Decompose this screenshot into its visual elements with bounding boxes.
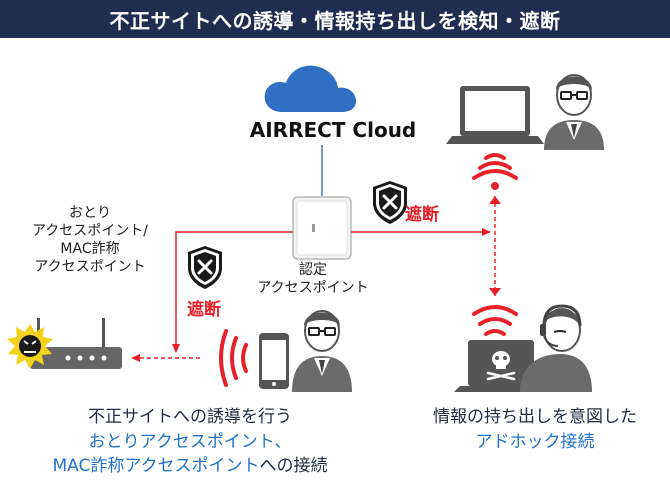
caption-left-line2: おとりアクセスポイント、: [88, 431, 292, 452]
brand-logo-text: AIRRECT Cloud: [249, 118, 417, 142]
access-point-icon: [292, 196, 352, 260]
wifi-signal-icon: [219, 329, 248, 387]
rogue-ap-label-line: アクセスポイント/: [31, 222, 149, 239]
caption-left: 不正サイトへの誘導を行う おとりアクセスポイント、 MAC詐称アクセスポイントへ…: [10, 405, 370, 479]
caption-left-line3: MAC詐称アクセスポイントへの接続: [10, 454, 370, 479]
blocked-label-left: 遮断: [187, 300, 221, 320]
caption-right-line1: 情報の持ち出しを意図した: [433, 407, 637, 427]
caption-left-line3-blue: MAC詐称アクセスポイント: [52, 456, 260, 477]
caption-left-line1: 不正サイトへの誘導を行う: [88, 407, 292, 427]
certified-ap-label: 認定 アクセスポイント: [248, 262, 378, 298]
malware-icon: [7, 324, 53, 369]
wifi-signal-icon: [472, 153, 518, 190]
certified-ap-label-line: 認定: [299, 262, 327, 278]
rogue-ap-label-line: MAC詐称: [60, 240, 120, 257]
caption-left-line3-rest: への接続: [259, 456, 328, 477]
blocked-flow-lines: [131, 196, 501, 362]
caption-right: 情報の持ち出しを意図した アドホック接続: [405, 405, 665, 454]
caption-right-line2: アドホック接続: [475, 431, 595, 452]
rogue-ap-label: おとり アクセスポイント/ MAC詐称 アクセスポイント: [10, 205, 170, 277]
certified-ap-label-line: アクセスポイント: [257, 279, 369, 296]
page-title: 不正サイトへの誘導・情報持ち出しを検知・遮断: [0, 0, 670, 38]
smartphone-icon: [259, 333, 289, 389]
rogue-ap-label-line: アクセスポイント: [34, 258, 146, 275]
person-icon: [544, 74, 604, 150]
cloud-icon: [264, 65, 356, 112]
block-shield-icon: [188, 246, 222, 289]
blocked-label-top: 遮断: [405, 205, 439, 225]
person-icon: [292, 310, 352, 392]
skull-icon: [486, 351, 516, 381]
wifi-signal-icon: [472, 305, 518, 336]
laptop-icon: [446, 86, 544, 144]
rogue-ap-label-line: おとり: [69, 205, 111, 221]
person-icon: [520, 304, 592, 392]
block-shield-icon: [373, 181, 407, 224]
